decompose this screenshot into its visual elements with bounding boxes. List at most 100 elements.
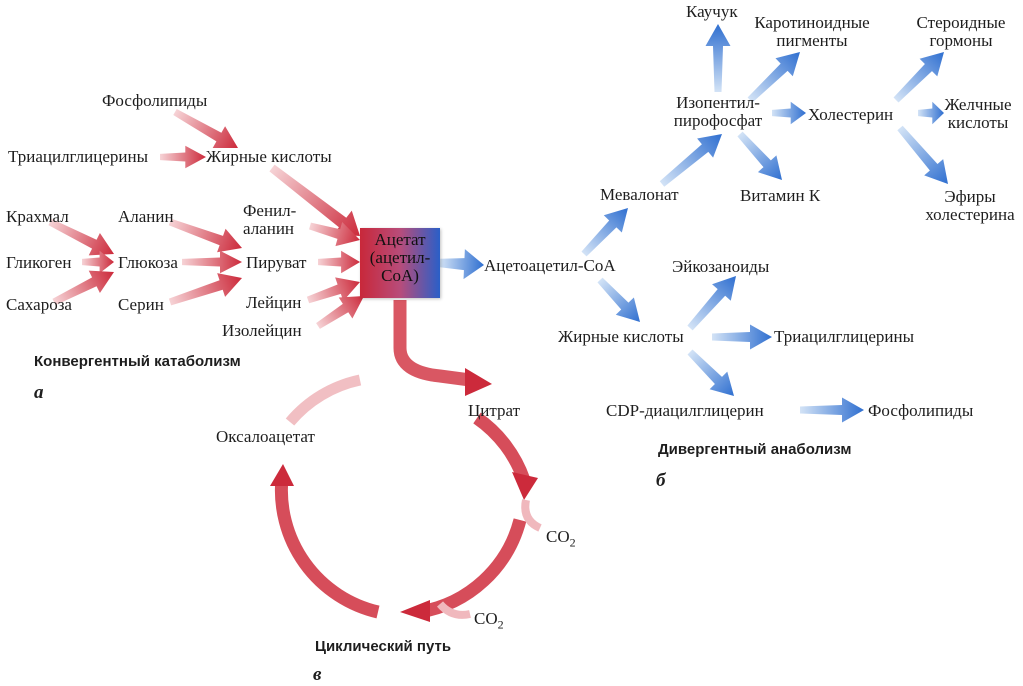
arrow-cholesterol-to-steroids (893, 52, 944, 103)
cyc-co2-b: CO2 (474, 610, 504, 633)
arrow-phenylalanine-to-acetyl (309, 222, 360, 247)
arrow-cholesterol-to-bile (918, 101, 944, 125)
arrow-acetoacetyl-to-fatty-acids (597, 277, 640, 322)
arrow-ipp-to-cholesterol (772, 101, 806, 125)
conv-alanine: Аланин (118, 207, 174, 226)
acetyl-line-1: Ацетат (374, 230, 426, 249)
arrow-fatty-acids-to-tag (712, 324, 772, 350)
arrow-starch-to-glucose (48, 218, 114, 256)
cycle-arc-oxaloacetate-to-acetyl (285, 374, 362, 426)
conv-phenylalanine: Фенил- аланин (243, 202, 296, 238)
div-cholesterol: Холестерин (808, 105, 894, 124)
div-carotenoids-1: Каротиноидные (754, 13, 870, 32)
conv-phospholipids: Фосфолипиды (102, 91, 208, 110)
div-carotenoids-2: пигменты (776, 31, 848, 50)
conv-pyruvate: Пируват (246, 253, 307, 272)
acetyl-entry-stem (393, 300, 471, 387)
div-bile-acids: Желчные кислоты (944, 96, 1011, 132)
cyc-co2-a-text: CO (546, 527, 570, 546)
div-mevalonate: Мевалонат (600, 185, 679, 204)
cycle-arrowhead-1 (512, 472, 538, 500)
conv-fatty-acids: Жирные кислоты (206, 147, 332, 166)
arrow-alanine-to-pyruvate (168, 218, 242, 253)
cycle-arc-co2-to-co2 (418, 518, 527, 619)
div-esters-1: Эфиры (944, 187, 996, 206)
cycle-arc-citrate-to-co2 (473, 412, 531, 483)
conv-serine: Серин (118, 295, 164, 314)
arrow-pyruvate-to-acetyl (318, 250, 360, 274)
arrow-leucine-to-acetyl (306, 277, 360, 304)
arrow-ipp-to-rubber (705, 24, 731, 92)
conv-isoleucine: Изолейцин (222, 321, 302, 340)
div-ipp-2: пирофосфат (673, 111, 763, 130)
div-steroid-hormones: Стероидные гормоны (917, 14, 1006, 50)
acetyl-line-3: CoA) (381, 266, 419, 285)
div-bile-2: кислоты (947, 113, 1009, 132)
cycle-arrowhead-2 (400, 600, 430, 622)
cyc-co2-b-text: CO (474, 609, 498, 628)
div-rubber: Каучук (686, 2, 738, 21)
div-ipp-1: Изопентил- (676, 93, 760, 112)
cyc-co2-b-sub: 2 (497, 617, 504, 632)
arrow-fatty-acids-to-acetyl (269, 164, 360, 236)
arrow-tag-to-fatty-acids (160, 145, 206, 169)
arrow-acetyl-to-acetoacetyl (439, 249, 484, 280)
div-letter: б (656, 470, 666, 491)
conv-triacylglycerols: Триацилглицерины (8, 147, 149, 166)
arrow-fatty-acids-to-eicosanoids (687, 276, 736, 331)
acetyl-coa-label: Ацетат (ацетил- CoA) (360, 231, 440, 285)
cyc-co2-a-sub: 2 (569, 535, 576, 550)
arrow-glycogen-to-glucose (82, 250, 114, 274)
arrow-acetoacetyl-to-mevalonate (581, 208, 628, 257)
conv-starch: Крахмал (6, 207, 69, 226)
conv-letter: а (34, 382, 44, 403)
arrow-glucose-to-pyruvate (182, 250, 242, 274)
conv-phenylalanine-2: аланин (243, 219, 295, 238)
conv-phenylalanine-1: Фенил- (243, 201, 297, 220)
div-ipp: Изопентил- пирофосфат (674, 94, 762, 130)
arrow-sucrose-to-glucose (52, 270, 114, 306)
citric-acid-cycle (270, 300, 542, 622)
arrow-cholesterol-to-esters (897, 125, 948, 184)
arrow-ipp-to-carotenoids (747, 52, 800, 103)
acetyl-line-2: (ацетил- (369, 248, 431, 267)
div-esters-2: холестерина (925, 205, 1015, 224)
div-caption: Дивергентный анаболизм (658, 441, 852, 458)
div-acetoacetyl-coa: Ацетоацетил-CoA (484, 256, 616, 275)
div-phospholipids: Фосфолипиды (868, 401, 974, 420)
conv-glucose: Глюкоза (118, 253, 178, 272)
arrow-ipp-to-vitamin-k (737, 131, 782, 180)
arrow-isoleucine-to-acetyl (316, 296, 364, 329)
cyc-caption: Циклический путь (315, 638, 452, 655)
co2-release-2 (436, 601, 471, 619)
div-steroid-2: гормоны (929, 31, 993, 50)
conv-sucrose: Сахароза (6, 295, 72, 314)
conv-leucine: Лейцин (246, 293, 302, 312)
conv-glycogen: Гликоген (6, 253, 72, 272)
div-vitamin-k: Витамин К (740, 186, 821, 205)
div-fatty-acids: Жирные кислоты (558, 327, 684, 346)
div-triacylglycerols: Триацилглицерины (774, 327, 915, 346)
div-eicosanoids: Эйкозаноиды (672, 257, 770, 276)
arrow-mevalonate-to-ipp (659, 134, 722, 187)
acetyl-entry-arrowhead (465, 368, 492, 396)
div-carotenoids: Каротиноидные пигменты (754, 14, 869, 50)
arrow-cdp-dag-to-phospholipids (800, 397, 864, 423)
cyc-co2-a: CO2 (546, 528, 576, 551)
arrow-phospholipids-to-fatty-acids (173, 108, 238, 148)
div-steroid-1: Стероидные (916, 13, 1006, 32)
div-cdp-dag: CDP-диацилглицерин (606, 401, 764, 420)
div-cholesterol-esters: Эфиры холестерина (925, 188, 1014, 224)
co2-release-1 (521, 499, 542, 532)
conv-caption: Конвергентный катаболизм (34, 353, 241, 370)
cycle-arc-to-oxaloacetate (274, 477, 380, 619)
div-bile-1: Желчные (944, 95, 1012, 114)
cyc-oxaloacetate: Оксалоацетат (216, 427, 315, 446)
cycle-arrowhead-3 (270, 464, 294, 486)
arrow-fatty-acids-to-cdp-dag (687, 349, 734, 396)
cyc-letter: в (313, 664, 322, 685)
cyc-citrate: Цитрат (468, 401, 521, 420)
acetyl-coa-box (360, 228, 440, 298)
arrow-serine-to-pyruvate (168, 273, 242, 306)
